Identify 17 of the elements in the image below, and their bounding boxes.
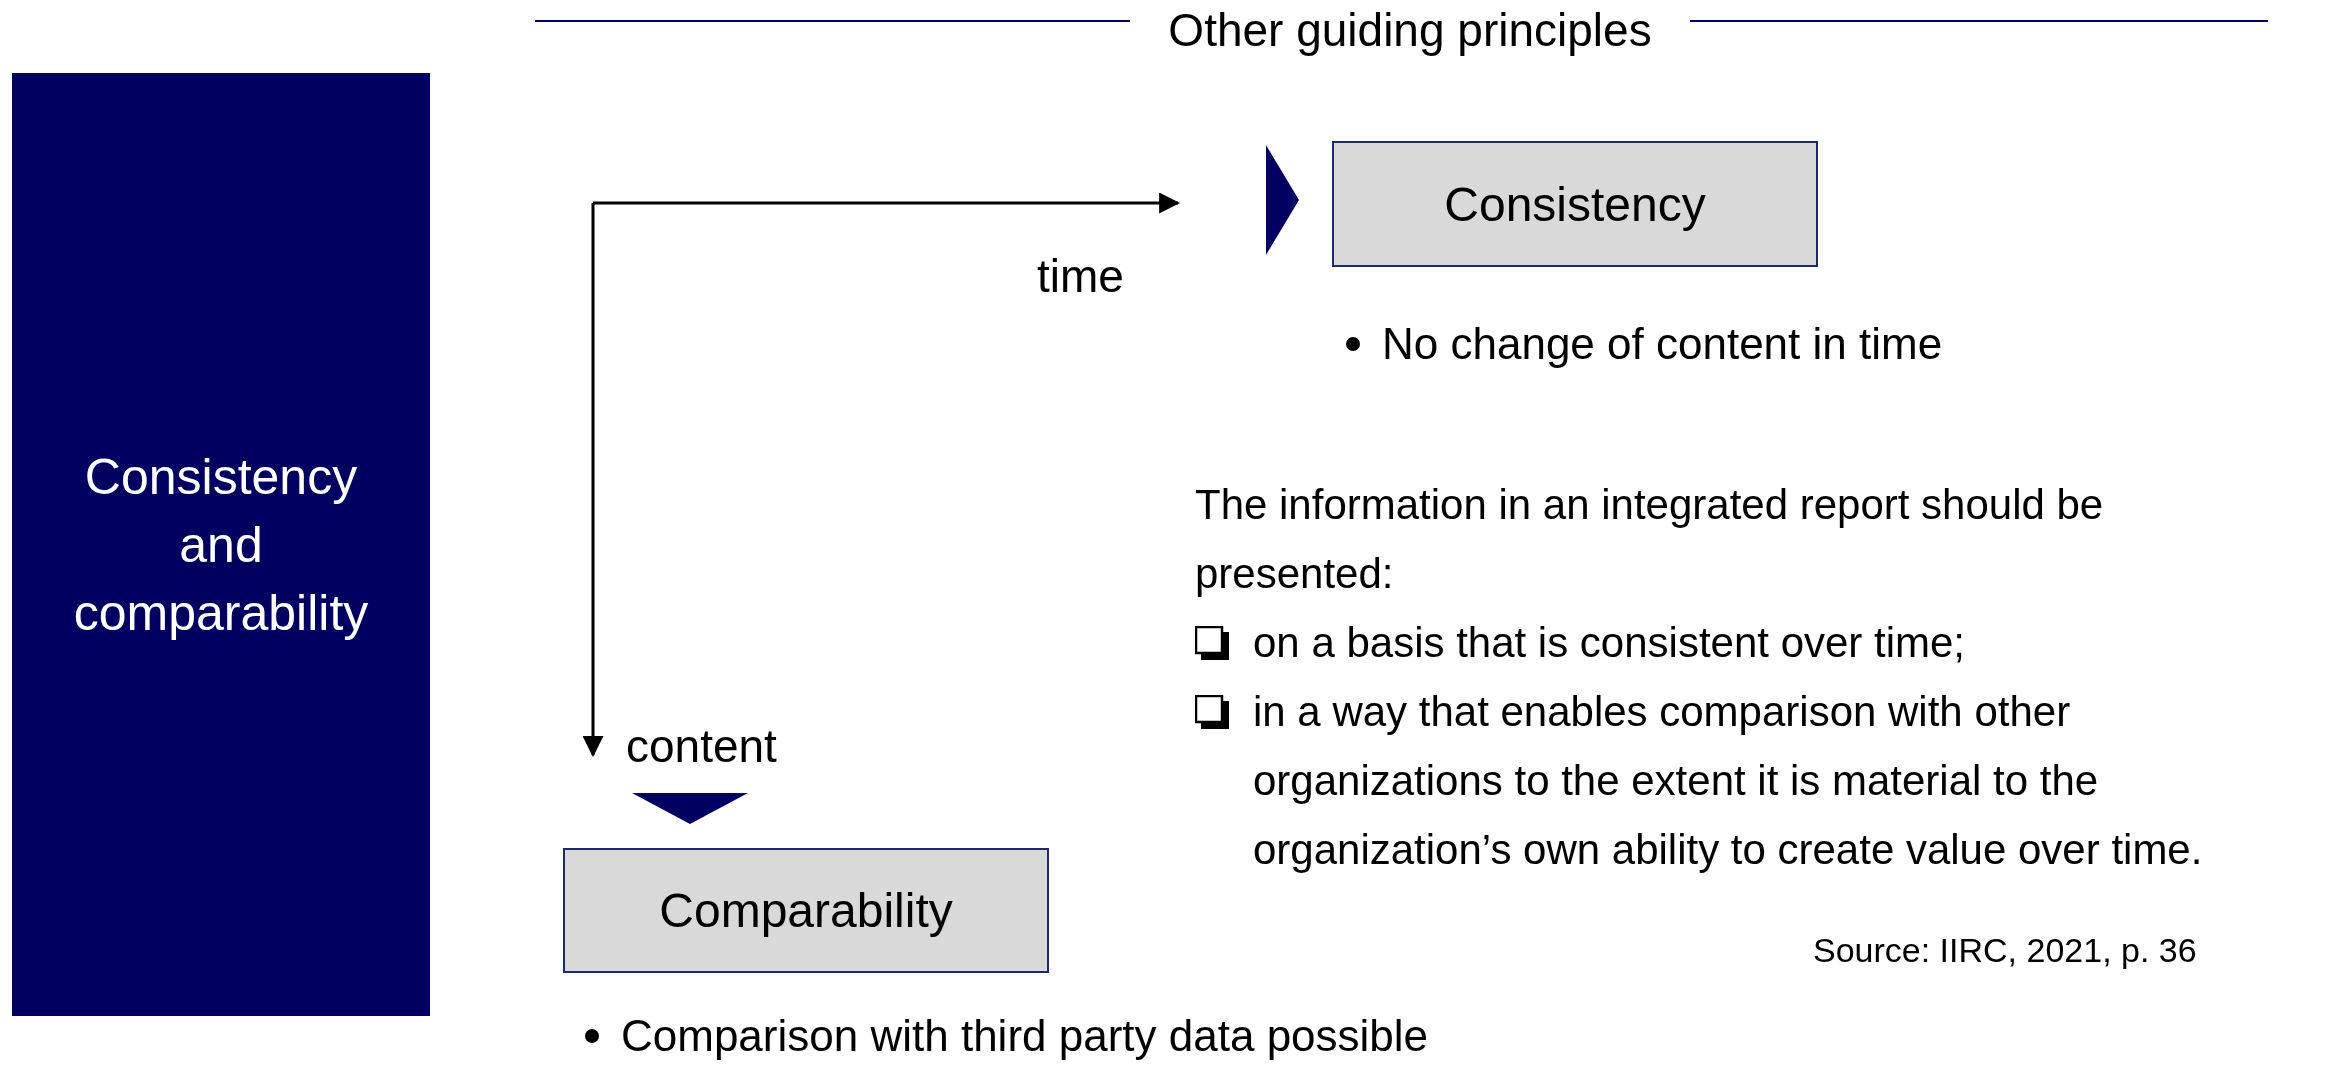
process-box xyxy=(1332,141,1818,267)
body-text: The information in an integrated report should be presented: xyxy=(1195,480,2105,599)
bullet-text: No change of content in time xyxy=(1382,318,1943,370)
box-label: Consistency and comparability xyxy=(72,447,370,643)
axis-label: time xyxy=(1037,249,1124,304)
heading: Other guiding principles xyxy=(1167,3,1653,58)
bullet-text: Comparison with third party data possible xyxy=(621,1010,1429,1062)
source-note: Source: IIRC, 2021, p. 36 xyxy=(1813,930,2197,971)
title-band xyxy=(12,73,430,1016)
box-label: Comparability xyxy=(659,883,953,938)
pointer-triangle xyxy=(1266,145,1299,255)
process-box xyxy=(563,848,1049,973)
pointer-triangle xyxy=(632,793,748,824)
box-label: Consistency xyxy=(1444,176,1706,232)
checklist-text: on a basis that is consistent over time; xyxy=(1253,618,1966,668)
axis-label: content xyxy=(626,719,777,774)
checklist-text: in a way that enables comparison with other organizations to the extent it is material to the organization’s own ability to create value over time. xyxy=(1253,687,2204,875)
